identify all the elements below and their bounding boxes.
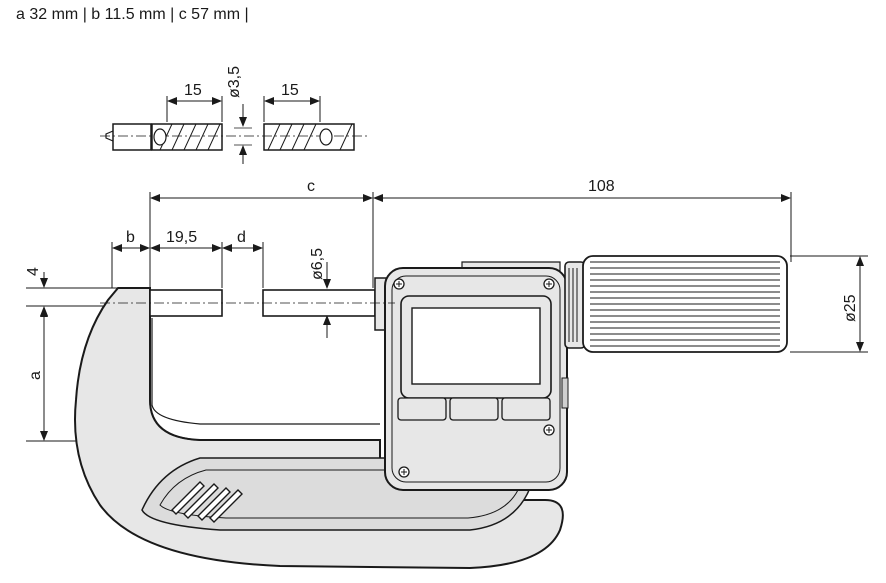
spec-caption: a 32 mm | b 11.5 mm | c 57 mm | <box>16 6 249 23</box>
thimble <box>582 255 788 353</box>
dim-19-5-label: 19,5 <box>166 229 197 246</box>
digital-head <box>374 261 569 491</box>
dim-thimble-diameter-label: ø25 <box>842 294 859 322</box>
dim-b-label: b <box>126 229 135 246</box>
dim-4-label: 4 <box>25 267 42 276</box>
dim-c-label: c <box>307 178 315 195</box>
dim-108-label: 108 <box>588 178 615 195</box>
detail-left-length-label: 15 <box>184 82 202 99</box>
sleeve <box>564 261 586 349</box>
anvil-extension-detail <box>100 96 370 164</box>
dim-spindle-diameter-label: ø6,5 <box>309 248 326 280</box>
main-dimension-lines <box>26 192 868 442</box>
dim-d-label: d <box>237 229 246 246</box>
detail-right-length-label: 15 <box>281 82 299 99</box>
detail-diameter-label: ø3,5 <box>226 66 243 98</box>
dim-a-label: a <box>27 371 44 380</box>
